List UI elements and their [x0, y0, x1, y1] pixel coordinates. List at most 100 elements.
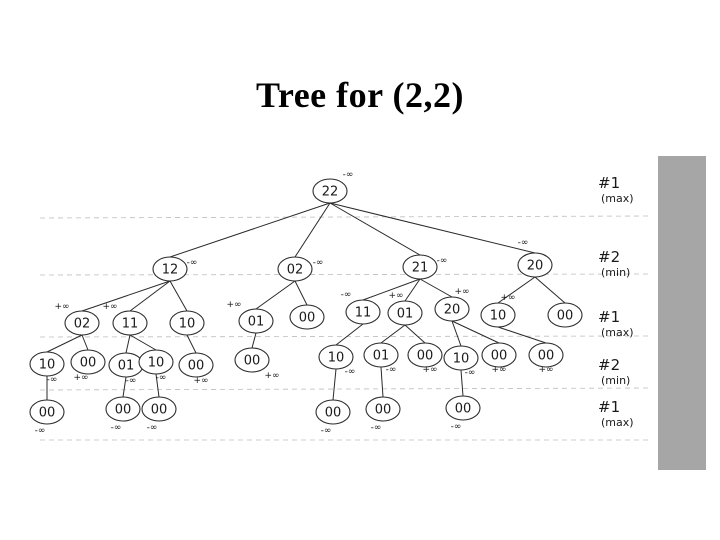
- side-bar: [658, 156, 706, 470]
- node-value-annotation: -∞: [465, 368, 476, 378]
- level-number: #2: [598, 356, 620, 374]
- level-labels: #1(max)#2(min)#1(max)#2(min)#1(max): [598, 174, 634, 429]
- node-circle: [138, 349, 174, 375]
- tree-node: 00+∞: [407, 342, 443, 375]
- tree-edge: [125, 334, 131, 354]
- tree-node: 00+∞: [528, 342, 564, 375]
- node-label: 00: [325, 406, 342, 421]
- tree-node: 12 -∞: [152, 256, 198, 282]
- node-label: 00: [244, 354, 261, 369]
- node-circle: [365, 396, 401, 422]
- node-value-annotation: -∞: [386, 365, 397, 375]
- node-label: 00: [557, 309, 574, 324]
- node-value-annotation: -∞: [313, 258, 324, 268]
- tree-edge: [329, 202, 536, 254]
- tree-edge: [122, 376, 127, 398]
- node-circle: [517, 252, 553, 278]
- tree-edge: [451, 320, 500, 344]
- node-label: 10: [179, 317, 196, 332]
- node-circle: [318, 344, 354, 370]
- tree-node: 00-∞: [445, 395, 481, 432]
- node-circle: [528, 342, 564, 368]
- level-role: (max): [601, 192, 634, 205]
- tree-node: 11-∞: [341, 290, 381, 325]
- node-label: 10: [490, 309, 507, 324]
- node-value-annotation: +∞: [264, 371, 279, 381]
- node-circle: [315, 399, 351, 425]
- node-circle: [277, 256, 313, 282]
- node-circle: [407, 342, 443, 368]
- tree-node: 00 +∞: [178, 352, 214, 386]
- node-value-annotation: -∞: [187, 258, 198, 268]
- tree-edge: [129, 280, 171, 312]
- node-label: 02: [74, 317, 91, 332]
- node-label: 22: [322, 185, 339, 200]
- node-circle: [29, 399, 65, 425]
- node-value-annotation: +∞: [491, 365, 506, 375]
- node-circle: [443, 345, 479, 371]
- tree-node: 02 -∞: [277, 256, 324, 282]
- node-value-annotation: -∞: [321, 426, 332, 436]
- node-label: 11: [355, 306, 372, 321]
- tree-edge: [46, 334, 83, 353]
- node-label: 12: [162, 263, 179, 278]
- tree-node: 10-∞: [29, 351, 65, 385]
- level-label: #1(max): [598, 174, 634, 205]
- node-label: 00: [80, 356, 97, 371]
- node-label: 10: [148, 356, 165, 371]
- node-value-annotation: -∞: [126, 376, 137, 386]
- node-circle: [434, 296, 470, 322]
- node-label: 00: [538, 349, 555, 364]
- tree-node: 00 +∞: [70, 349, 106, 383]
- tree-edge: [332, 368, 337, 401]
- node-value-annotation: -∞: [343, 170, 354, 180]
- level-dividers: [39, 215, 651, 441]
- level-label: #2(min): [598, 356, 630, 387]
- node-circle: [238, 308, 274, 334]
- tree-node: 10-∞: [138, 349, 174, 383]
- tree-node: 00-∞: [141, 396, 177, 433]
- tree-node: 01-∞: [363, 342, 399, 375]
- node-label: 11: [122, 317, 139, 332]
- node-value-annotation: +∞: [500, 293, 515, 303]
- level-number: #1: [598, 174, 620, 192]
- tree-edge: [294, 202, 331, 258]
- node-value-annotation: -∞: [518, 238, 529, 248]
- level-role: (max): [601, 326, 634, 339]
- node-value-annotation: -∞: [47, 375, 58, 385]
- tree-edge: [294, 280, 308, 306]
- node-value-annotation: +∞: [538, 365, 553, 375]
- level-number: #1: [598, 398, 620, 416]
- tree-edge: [186, 334, 197, 354]
- level-number: #2: [598, 248, 620, 266]
- node-label: 02: [287, 263, 304, 278]
- tree-node: 01+∞: [387, 291, 423, 326]
- tree-node: 00-∞: [365, 396, 401, 433]
- tree-edge: [155, 373, 160, 398]
- tree-node: 10-∞: [318, 344, 355, 377]
- node-value-annotation: +∞: [226, 300, 241, 310]
- node-circle: [547, 302, 583, 328]
- tree-edge: [419, 278, 453, 298]
- tree-node: 01-∞: [108, 352, 144, 386]
- tree-edge: [362, 278, 421, 301]
- tree-node: 10-∞: [443, 345, 479, 378]
- node-value-annotation: -∞: [111, 423, 122, 433]
- tree-edge: [329, 202, 421, 256]
- node-value-annotation: +∞: [73, 373, 88, 383]
- tree-node: 22 -∞: [312, 170, 354, 204]
- node-label: 00: [491, 349, 508, 364]
- node-label: 20: [527, 259, 544, 274]
- node-circle: [152, 256, 188, 282]
- node-label: 00: [299, 311, 316, 326]
- node-value-annotation: +∞: [102, 302, 117, 312]
- node-label: 00: [455, 402, 472, 417]
- node-value-annotation: +∞: [193, 376, 208, 386]
- node-label: 00: [115, 403, 132, 418]
- node-label: 00: [188, 359, 205, 374]
- tree-edge: [497, 276, 536, 304]
- tree-node: 21-∞: [402, 254, 447, 280]
- node-circle: [234, 347, 270, 373]
- tree-node: 00+∞: [234, 347, 280, 381]
